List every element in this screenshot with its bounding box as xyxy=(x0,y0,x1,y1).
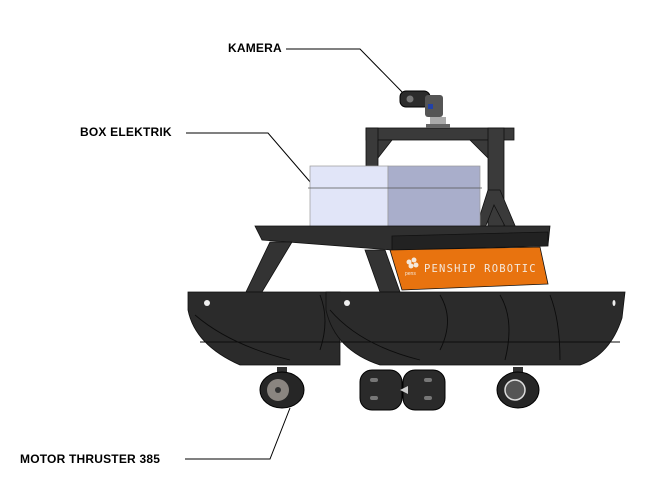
thruster-center-2 xyxy=(400,369,446,411)
thruster-right xyxy=(496,367,540,409)
brand-logo-icon xyxy=(406,257,419,269)
deck xyxy=(245,225,551,293)
camera-frame xyxy=(365,127,517,229)
label-electric-box: BOX ELEKTRIK xyxy=(80,125,172,139)
hull xyxy=(187,291,626,366)
label-camera: KAMERA xyxy=(228,41,282,55)
brand-panel-text: PENSHIP ROBOTIC xyxy=(424,263,537,275)
hull-hole xyxy=(612,300,616,306)
camera-leader xyxy=(286,48,407,97)
hull-lines xyxy=(194,294,620,361)
brand-logo-text: pens xyxy=(405,271,416,277)
thruster-center-1 xyxy=(359,369,403,411)
box-leader xyxy=(186,132,331,206)
hull-hole xyxy=(344,300,350,306)
thruster-leader xyxy=(185,407,291,460)
leader-lines xyxy=(185,48,407,460)
camera-icon xyxy=(399,90,450,128)
electric-box xyxy=(308,165,482,231)
thruster-left xyxy=(259,367,305,409)
hull-hole xyxy=(204,300,210,306)
label-thruster: MOTOR THRUSTER 385 xyxy=(20,452,161,466)
brand-panel xyxy=(389,246,549,291)
